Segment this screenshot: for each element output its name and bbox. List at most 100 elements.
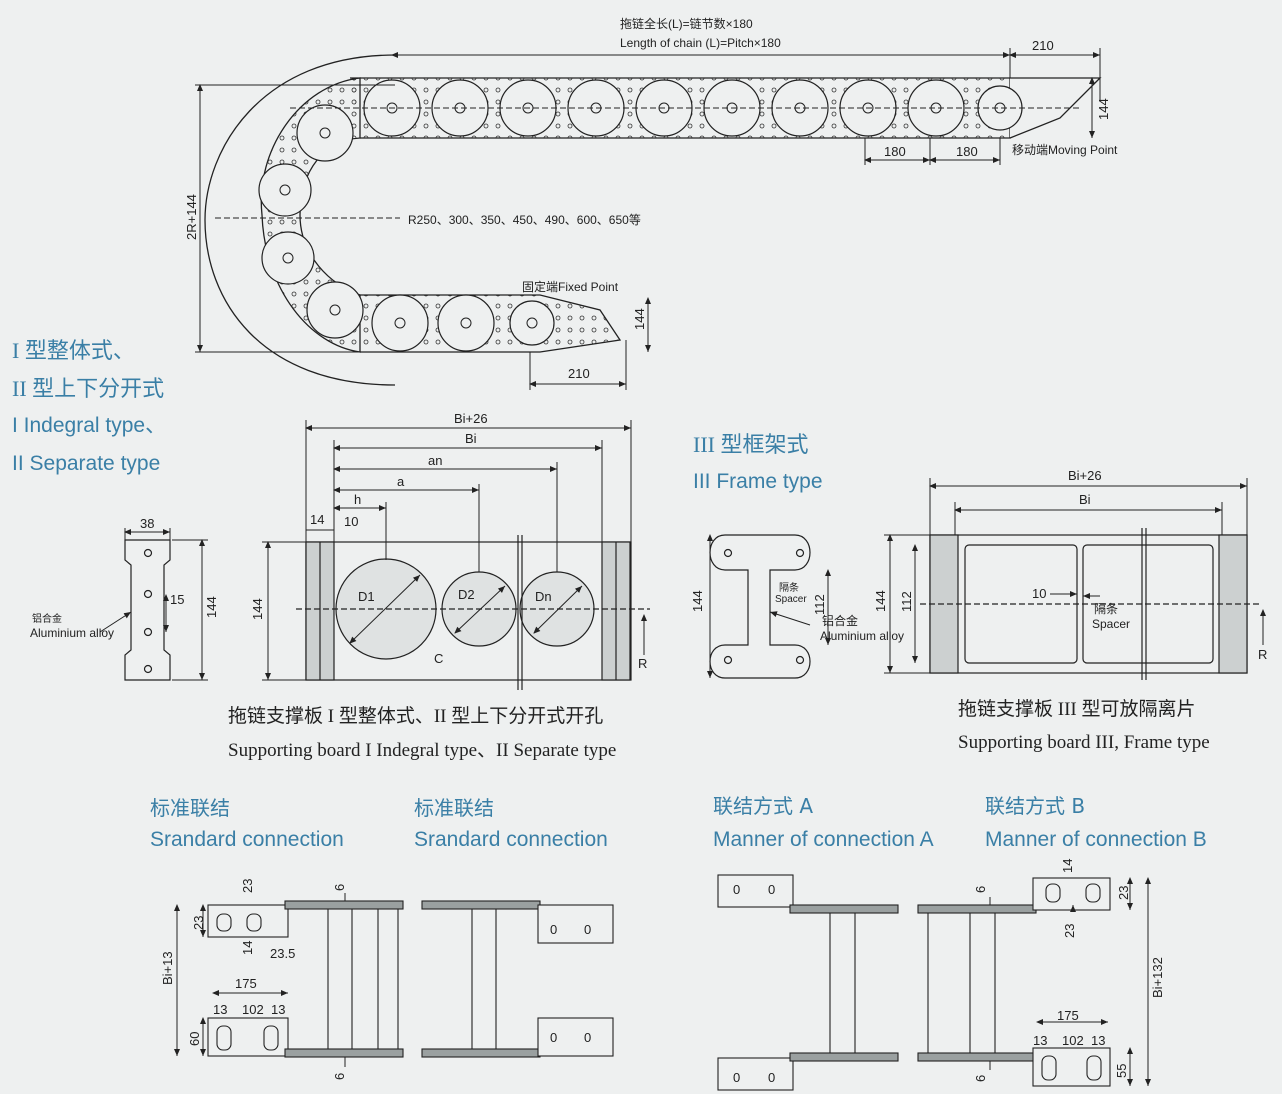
connb-dim-23: 23 [1116,886,1131,900]
conn-dim-13b: 13 [271,1002,285,1017]
connection-a-en: Manner of connection A [713,828,934,851]
board3-caption-en: Supporting board III, Frame type [958,732,1210,753]
board3-d10: 10 [1032,586,1046,601]
conn-dim-14: 14 [240,941,255,955]
conn-dim-6-bot: 6 [332,1073,347,1080]
type2-cn: II 型上下分开式 [12,376,164,401]
conn-dim-60: 60 [187,1032,202,1046]
board1-d10: 10 [344,514,358,529]
dim-180-a: 180 [884,144,906,159]
conn-dim-23-5: 23.5 [270,946,295,961]
board1-dimensions [262,420,647,681]
moving-point-label: 移动端Moving Point [1012,143,1118,157]
conn-dim-13a: 13 [213,1002,227,1017]
chain-length-en: Length of chain (L)=Pitch×180 [620,36,781,50]
dim-2r144: 2R+144 [184,194,199,240]
frame-spacer-cn: 隔条 [779,581,799,594]
connb-dim-13b: 13 [1091,1033,1105,1048]
conn-dim-175: 175 [235,976,257,991]
board1-an: an [428,453,442,468]
connb-dim-13a: 13 [1033,1033,1047,1048]
conn-dim-6-top: 6 [332,884,347,891]
board1-d14: 14 [310,512,324,527]
conn-dim-23-left: 23 [191,916,206,930]
type1-cn: I 型整体式、 [12,338,135,363]
board3-bi: Bi [1079,492,1091,507]
chain-length-cn: 拖链全长(L)=链节数×180 [620,16,753,31]
std-connection-1-drawing [207,900,404,1058]
dim-144-fixed: 144 [632,308,647,330]
frame-material-cn: 铝合金 [822,613,858,628]
conn-dim-bi13: Bi+13 [160,951,175,985]
std2-slot-1: 0 [550,922,557,937]
board3-spacer-cn: 隔条 [1094,602,1118,616]
connb-dim-102: 102 [1062,1033,1084,1048]
std2-slot-3: 0 [550,1030,557,1045]
conna-slot-2: 0 [768,882,775,897]
connection-b-cn: 联结方式 B [985,794,1085,818]
conna-slot-1: 0 [733,882,740,897]
std2-slot-2: 0 [584,922,591,937]
label-dn: Dn [535,589,552,604]
std-connection-2-cn: 标准联结 [414,796,494,820]
frame-dim-112: 112 [812,594,827,615]
connb-dim-23-mid: 23 [1062,924,1077,938]
connb-dim-6-bot: 6 [973,1075,988,1082]
std-connection-1-en: Srandard connection [150,828,344,851]
label-d1: D1 [358,589,375,604]
frame-material-en: Aluminium alloy [820,629,904,643]
sidebar-dim-15: 15 [170,592,184,607]
connb-dim-175: 175 [1057,1008,1079,1023]
conna-slot-3: 0 [733,1070,740,1085]
type2-en: II Separate type [12,452,160,475]
dim-210-top: 210 [1032,38,1054,53]
side-bar-part [124,539,171,681]
conn-dim-23-top: 23 [240,879,255,893]
type1-en: I Indegral type、 [12,414,166,437]
type3-cn: III 型框架式 [693,432,808,457]
chain-outer-arc [204,54,396,386]
connb-dim-6-top: 6 [973,886,988,893]
connection-b-en: Manner of connection B [985,828,1207,851]
sidebar-material-en: Aluminium alloy [30,626,114,640]
board3-spacer-en: Spacer [1092,617,1130,631]
sidebar-dim-144: 144 [204,596,219,618]
connb-dim-bi132: Bi+132 [1150,957,1165,998]
board3-r: R [1258,647,1267,662]
frame-part [709,534,811,679]
std-connection-2-drawing [421,900,614,1058]
connection-a-drawing [717,874,899,1091]
board1-h144: 144 [250,598,265,620]
conn-dim-102: 102 [242,1002,264,1017]
board1-caption-cn: 拖链支撑板 I 型整体式、II 型上下分开式开孔 [228,705,603,727]
board3-h112: 112 [899,591,914,612]
board1-r: R [638,656,647,671]
dim-180-b: 180 [956,144,978,159]
board3-caption-cn: 拖链支撑板 III 型可放隔离片 [958,698,1195,720]
label-c: C [434,651,443,666]
connb-dim-55: 55 [1114,1064,1129,1078]
board1-h: h [354,492,361,507]
std-connection-2-en: Srandard connection [414,828,608,851]
type3-en: III Frame type [693,470,823,493]
board3-h144: 144 [873,590,888,612]
dim-144-right: 144 [1096,98,1111,120]
connb-dim-14: 14 [1060,859,1075,873]
sidebar-material-cn: 铝合金 [32,612,62,625]
board1-drawing [296,535,650,690]
frame-spacer-en: Spacer [775,594,807,605]
board1-bi26: Bi+26 [454,411,488,426]
connection-b-drawing [917,877,1111,1087]
sidebar-dim-38: 38 [140,516,154,531]
std-connection-1-cn: 标准联结 [150,796,230,820]
frame-dim-144: 144 [690,590,705,612]
label-d2: D2 [458,587,475,602]
connection-a-cn: 联结方式 A [713,794,813,818]
fixed-point-label: 固定端Fixed Point [522,279,619,294]
radius-list: R250、300、350、450、490、600、650等 [408,213,641,227]
chain-dimensions [195,48,1101,390]
board3-bi26: Bi+26 [1068,468,1102,483]
board1-caption-en: Supporting board I Indegral type、II Sepa… [228,740,616,761]
std2-slot-4: 0 [584,1030,591,1045]
